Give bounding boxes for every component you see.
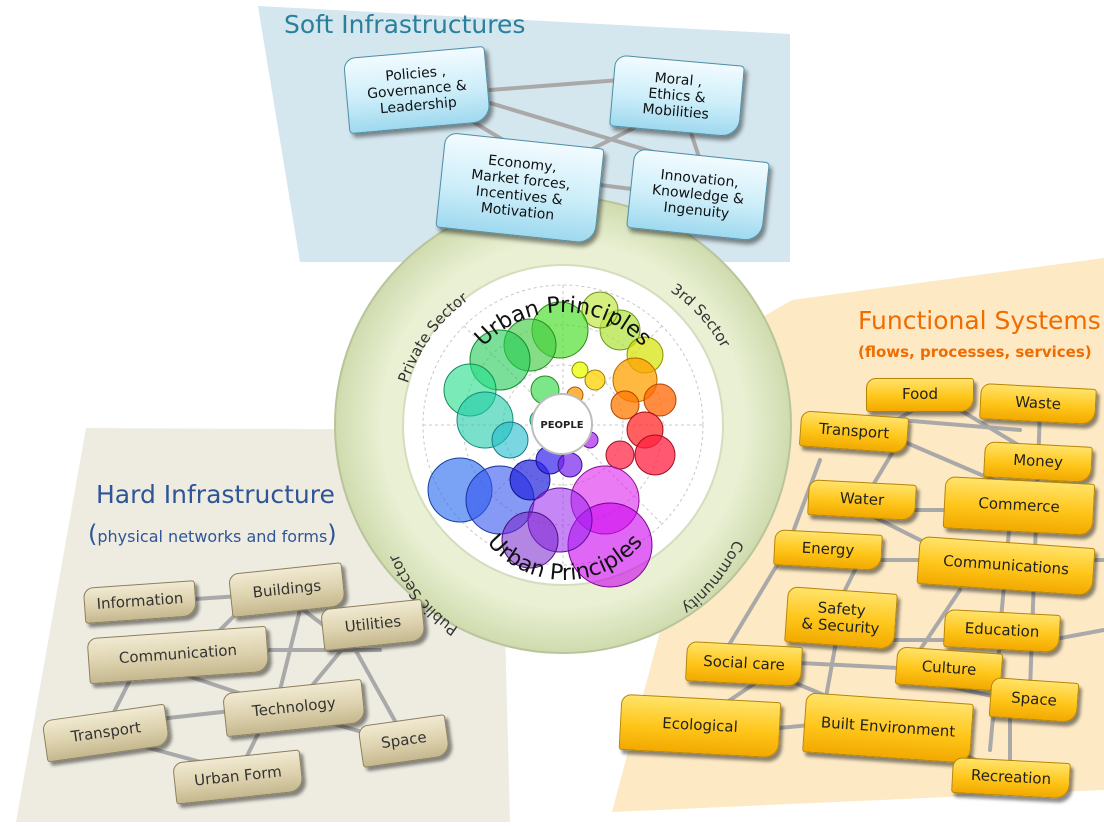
subtitle-open-paren: ( (88, 520, 98, 548)
func-node-energy: Energy (773, 529, 883, 571)
func-node-water: Water (807, 479, 917, 521)
func-node-recreation: Recreation (951, 756, 1071, 800)
subtitle-close-paren: ) (327, 520, 337, 548)
hard-infrastructure-subtitle: (physical networks and forms) (88, 520, 337, 548)
func-node-transport: Transport (798, 410, 910, 454)
func-node-safety: Safety & Security (784, 586, 898, 650)
people-label: PEOPLE (540, 420, 583, 431)
functional-systems-subtitle: (flows, processes, services) (858, 343, 1092, 361)
func-node-social-care: Social care (685, 640, 803, 688)
soft-node-innovation: Innovation, Knowledge & Ingenuity (626, 148, 770, 242)
subtitle-text: physical networks and forms (97, 527, 328, 546)
functional-systems-title: Functional Systems (858, 306, 1101, 335)
func-node-ecological: Ecological (618, 693, 782, 759)
func-node-culture: Culture (894, 646, 1004, 692)
soft-node-economy: Economy, Market forces, Incentives & Mot… (435, 131, 605, 245)
soft-infrastructures-title: Soft Infrastructures (284, 10, 526, 39)
soft-node-moral: Moral , Ethics & Mobilities (609, 54, 745, 138)
func-node-food: Food (866, 378, 974, 412)
hard-infrastructure-title: Hard Infrastructure (96, 480, 335, 509)
func-node-education: Education (943, 608, 1061, 654)
func-node-built-environment: Built Environment (802, 692, 974, 764)
people-circle (531, 393, 593, 455)
func-node-space: Space (988, 676, 1080, 724)
func-node-commerce: Commerce (942, 476, 1096, 536)
func-node-waste: Waste (979, 382, 1097, 426)
func-node-money: Money (983, 441, 1093, 483)
soft-node-policies: Policies , Governance & Leadership (342, 45, 492, 135)
